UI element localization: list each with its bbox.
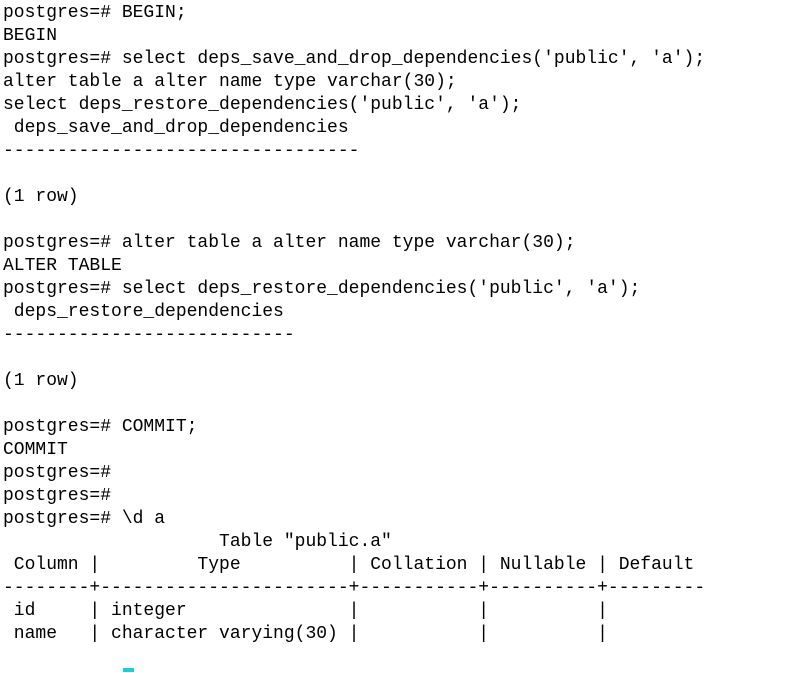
terminal-line: ---------------------------------: [3, 141, 360, 161]
terminal-line: postgres=# BEGIN;: [3, 3, 187, 23]
terminal-line: [3, 209, 705, 232]
terminal-line: postgres=# \d a: [3, 509, 166, 529]
terminal-line: [3, 393, 705, 416]
terminal-line: --------+-----------------------+-------…: [3, 578, 706, 598]
terminal-line: postgres=# alter table a alter name type…: [3, 233, 576, 253]
terminal-line: ---------------------------: [3, 325, 295, 345]
terminal-line: BEGIN: [3, 26, 58, 46]
terminal-line: postgres=# COMMIT;: [3, 417, 198, 437]
terminal-line: deps_save_and_drop_dependencies: [3, 118, 349, 138]
terminal-line: postgres=#: [3, 486, 112, 506]
terminal-line: id | integer | | |: [3, 601, 608, 621]
terminal-line: (1 row): [3, 187, 79, 207]
terminal-output[interactable]: postgres=# BEGIN; BEGIN postgres=# select …: [3, 2, 705, 646]
terminal-line: ALTER TABLE: [3, 256, 122, 276]
terminal-line: deps_restore_dependencies: [3, 302, 284, 322]
terminal-line: postgres=# select deps_restore_dependenc…: [3, 279, 641, 299]
terminal-line: Column | Type | Collation | Nullable | D…: [3, 555, 695, 575]
terminal-line: COMMIT: [3, 440, 68, 460]
terminal-line: (1 row): [3, 371, 79, 391]
terminal-line: postgres=# select deps_save_and_drop_dep…: [3, 49, 706, 69]
terminal-cursor: [123, 668, 134, 672]
terminal-line: postgres=#: [3, 463, 112, 483]
terminal-line: name | character varying(30) | | |: [3, 624, 608, 644]
terminal-line: alter table a alter name type varchar(30…: [3, 72, 457, 92]
terminal-line: Table "public.a": [3, 532, 392, 552]
terminal-line: [3, 163, 705, 186]
terminal-line: select deps_restore_dependencies('public…: [3, 95, 522, 115]
terminal-line: [3, 347, 705, 370]
